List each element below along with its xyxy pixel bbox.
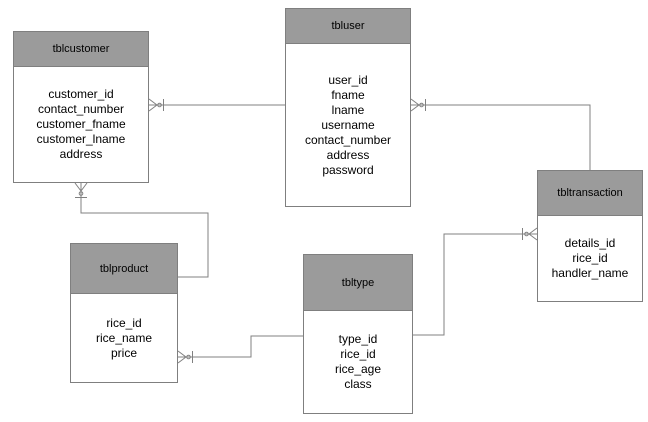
field-row: handler_name xyxy=(551,266,629,280)
field-row: contact_number xyxy=(304,132,392,147)
field-row: customer_fname xyxy=(36,117,126,131)
connector-tblproduct-tbltype xyxy=(177,335,303,364)
entity-title: tbltransaction xyxy=(557,187,623,199)
field-row: address xyxy=(59,147,103,161)
entity-tbluser[interactable]: tbluser user_id fname lname username con… xyxy=(285,8,411,207)
entity-title: tblcustomer xyxy=(52,43,110,55)
field-row: class xyxy=(344,377,372,391)
field-row: contact_number xyxy=(37,102,125,116)
entity-tblcustomer-header: tblcustomer xyxy=(14,32,148,67)
entity-tblcustomer-fields: customer_id contact_number customer_fnam… xyxy=(14,67,148,182)
field-row: lname xyxy=(331,102,365,117)
connector-tbluser-tbltransaction xyxy=(410,98,591,170)
field-row: address xyxy=(326,147,370,162)
entity-title: tbluser xyxy=(331,20,365,32)
field-row: username xyxy=(321,117,375,132)
field-row: rice_id xyxy=(572,251,608,265)
entity-tbluser-header: tbluser xyxy=(286,9,410,44)
field-row: fname xyxy=(331,87,365,102)
field-row: user_id xyxy=(328,72,368,87)
field-row: rice_id xyxy=(340,347,376,361)
field-row: price xyxy=(110,345,137,360)
connector-tbltransaction-tbltype xyxy=(413,227,538,336)
field-row: rice_age xyxy=(334,362,382,376)
field-row: password xyxy=(322,162,374,177)
field-row: customer_lname xyxy=(36,132,126,146)
entity-tblproduct-header: tblproduct xyxy=(71,244,177,294)
entity-tblproduct[interactable]: tblproduct rice_id rice_name price xyxy=(70,243,178,383)
entity-title: tbltype xyxy=(341,276,375,289)
entity-tbltransaction-fields: details_id rice_id handler_name xyxy=(538,216,642,301)
entity-tblproduct-fields: rice_id rice_name price xyxy=(71,294,177,382)
entity-tbltype-header: tbltype xyxy=(304,255,412,311)
field-row: details_id xyxy=(564,236,616,250)
entity-tbltransaction-header: tbltransaction xyxy=(538,171,642,216)
entity-tbltype[interactable]: tbltype type_id rice_id rice_age class xyxy=(303,254,413,414)
field-row: type_id xyxy=(338,332,378,346)
entity-tbltransaction[interactable]: tbltransaction details_id rice_id handle… xyxy=(537,170,643,302)
entity-tbltype-fields: type_id rice_id rice_age class xyxy=(304,311,412,413)
field-row: customer_id xyxy=(48,87,114,101)
entity-tblcustomer[interactable]: tblcustomer customer_id contact_number c… xyxy=(13,31,149,183)
connector-tblcustomer-tbluser xyxy=(148,98,285,112)
connector-tblcustomer-tblproduct xyxy=(74,182,209,278)
field-row: rice_name xyxy=(95,330,153,345)
field-row: rice_id xyxy=(106,315,142,330)
entity-title: tblproduct xyxy=(99,262,149,275)
entity-tbluser-fields: user_id fname lname username contact_num… xyxy=(286,44,410,206)
